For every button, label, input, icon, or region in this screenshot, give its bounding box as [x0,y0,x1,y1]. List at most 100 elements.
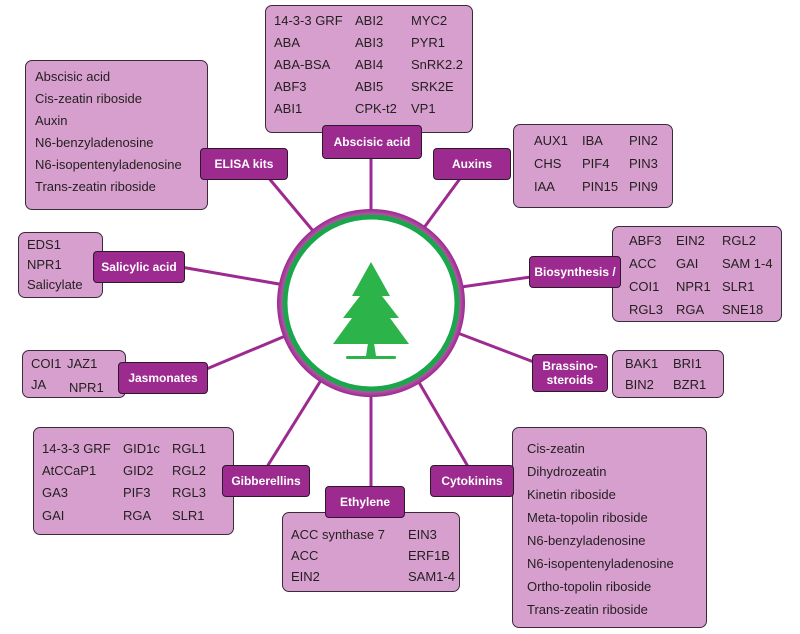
item: BAK1 [625,356,659,371]
item: GAI [42,508,65,523]
item: ABI4 [355,57,384,72]
item: NPR1 [69,380,104,395]
item: RGL3 [172,485,206,500]
item: RGL2 [722,233,756,248]
item: RGL1 [172,441,206,456]
item: ACC [629,256,657,271]
item: PIN2 [629,133,658,148]
item: IBA [582,133,603,148]
brassinosteroids-box: BAK1 BIN2 BRI1 BZR1 [612,350,724,398]
item: Trans-zeatin riboside [35,179,156,194]
abscisic-acid-label: Abscisic acid [322,125,422,159]
auxins-box: AUX1 CHS IAA IBA PIF4 PIN15 PIN2 PIN3 PI… [513,124,673,208]
item: BZR1 [673,377,707,392]
item: ABA [274,35,301,50]
item: ABF3 [274,79,307,94]
item: ABI3 [355,35,384,50]
item: ACC synthase 7 [291,527,385,542]
item: EDS1 [27,237,61,252]
item: NPR1 [676,279,711,294]
ethylene-label: Ethylene [325,486,405,518]
item: Meta-topolin riboside [527,510,648,525]
item: RGL2 [172,463,206,478]
brassinosteroids-label-line2: steroids [546,373,594,387]
item: NPR1 [27,257,62,272]
jasmonates-label: Jasmonates [118,362,208,394]
item: Trans-zeatin riboside [527,602,648,617]
item: ACC [291,548,319,563]
brassinosteroids-label: Brassino- steroids [532,354,608,392]
cytokinins-box: Cis-zeatin Dihydrozeatin Kinetin ribosid… [512,427,707,628]
item: EIN2 [676,233,705,248]
item: SAM1-4 [408,569,455,584]
item: ABA-BSA [274,57,331,72]
item: Salicylate [27,277,83,292]
pine-tree-icon [333,262,409,359]
item: COI1 [629,279,660,294]
item: SAM 1-4 [722,256,773,271]
item: ABI2 [355,13,384,28]
item: Cis-zeatin riboside [35,91,142,106]
item: N6-isopentenyladenosine [527,556,674,571]
item: Kinetin riboside [527,487,616,502]
item: JAZ1 [67,356,98,371]
item: ABI5 [355,79,384,94]
elisa-kits-box: Abscisic acid Cis-zeatin riboside Auxin … [25,60,208,210]
item: PIN9 [629,179,658,194]
item: GID1c [123,441,160,456]
gibberellins-label: Gibberellins [222,465,310,497]
item: SRK2E [411,79,454,94]
item: SLR1 [722,279,755,294]
item: BRI1 [673,356,702,371]
item: Cis-zeatin [527,441,585,456]
jasmonates-box: COI1 JAZ1 JA NPR1 [22,350,126,398]
item: COI1 [31,356,62,371]
elisa-kits-label: ELISA kits [200,148,288,180]
item: N6-isopentenyladenosine [35,157,182,172]
item: RGA [676,302,705,317]
item: EIN3 [408,527,437,542]
item: PIN15 [582,179,619,194]
item: IAA [534,179,555,194]
item: RGA [123,508,152,523]
item: EIN2 [291,569,320,584]
biosynthesis-box: ABF3 ACC COI1 RGL3 EIN2 GAI NPR1 RGA RGL… [612,226,782,322]
item: ERF1B [408,548,450,563]
item: Dihydrozeatin [527,464,607,479]
gibberellins-box: 14-3-3 GRF AtCCaP1 GA3 GAI GID1c GID2 PI… [33,427,234,535]
item: AUX1 [534,133,568,148]
item: N6-benzyladenosine [527,533,646,548]
item: GA3 [42,485,69,500]
item: AtCCaP1 [42,463,97,478]
item: N6-benzyladenosine [35,135,154,150]
item: 14-3-3 GRF [274,13,343,28]
item: PIF3 [123,485,151,500]
item: BIN2 [625,377,654,392]
ethylene-box: ACC synthase 7 ACC EIN2 EIN3 ERF1B SAM1-… [282,512,460,592]
item: PIF4 [582,156,610,171]
item: SNE18 [722,302,764,317]
abscisic-acid-box: 14-3-3 GRF ABA ABA-BSA ABF3 ABI1 ABI2 AB… [265,5,473,133]
cytokinins-label: Cytokinins [430,465,514,497]
item: RGL3 [629,302,663,317]
item: CHS [534,156,562,171]
brassinosteroids-label-line1: Brassino- [542,359,598,373]
item: PYR1 [411,35,445,50]
item: Ortho-topolin riboside [527,579,652,594]
item: ABF3 [629,233,662,248]
item: JA [31,377,47,392]
item: GAI [676,256,699,271]
item: 14-3-3 GRF [42,441,111,456]
item: CPK-t2 [355,101,397,116]
item: GID2 [123,463,154,478]
item: Abscisic acid [35,69,111,84]
item: PIN3 [629,156,658,171]
salicylic-acid-box: EDS1 NPR1 Salicylate [18,232,103,298]
item: SLR1 [172,508,205,523]
item: VP1 [411,101,436,116]
item: SnRK2.2 [411,57,464,72]
item: ABI1 [274,101,303,116]
item: Auxin [35,113,68,128]
salicylic-acid-label: Salicylic acid [93,251,185,283]
